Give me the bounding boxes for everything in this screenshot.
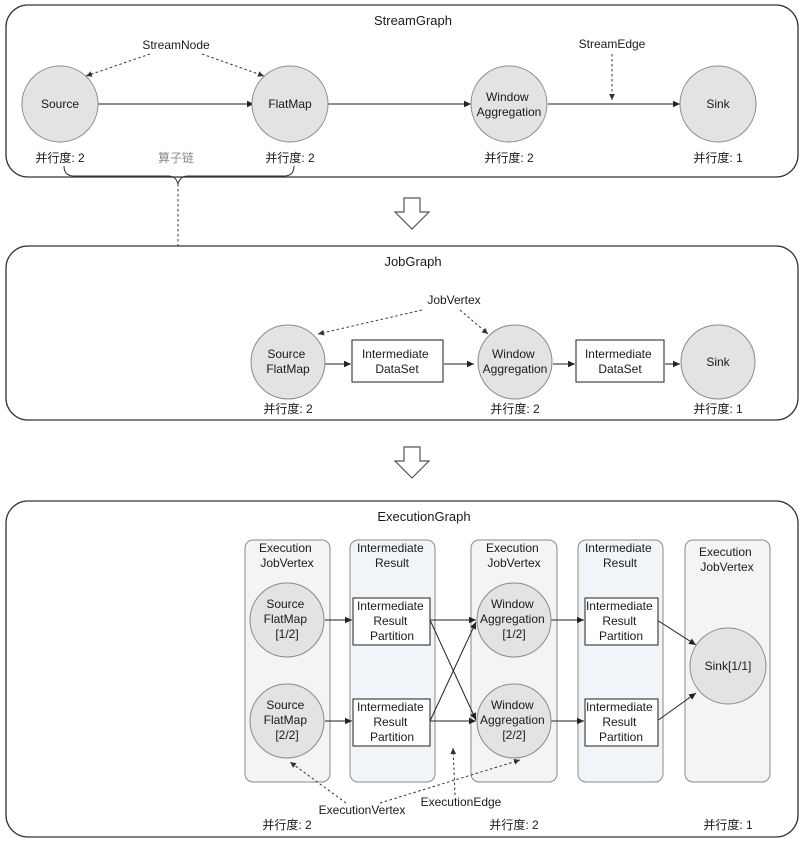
svg-text:Window Aggregation: Window Aggregation [1/2] <box>480 597 548 641</box>
exec-vertex-sink: Sink[1/1] <box>689 627 767 705</box>
job-vertex-window-aggregation: Window Aggregation <box>477 324 553 400</box>
stream-node-flatmap: FlatMap <box>251 65 329 143</box>
stream-parallelism-window: 并行度: 2 <box>484 150 534 165</box>
execution-graph-title: ExecutionGraph <box>377 509 470 524</box>
svg-text:Intermediate DataSet: Intermediate DataSet <box>362 347 432 376</box>
exec-partition-3: Intermediate Result Partition <box>584 597 659 646</box>
job-dataset-2: Intermediate DataSet <box>575 339 665 383</box>
stream-parallelism-sink: 并行度: 1 <box>693 150 743 165</box>
svg-text:Source: Source <box>41 97 79 111</box>
exec-vertex-source-2: Source FlatMap [2/2] <box>249 683 325 759</box>
operator-chain-label: 算子链 <box>158 150 194 165</box>
exec-vertex-window-1: Window Aggregation [1/2] <box>476 582 552 658</box>
stream-node-window-label: Window Aggregation <box>477 90 542 119</box>
stream-parallelism-flatmap: 并行度: 2 <box>265 150 315 165</box>
svg-text:Intermediate Result: Intermediate Result Partition <box>586 599 656 643</box>
exec-partition-4: Intermediate Result Partition <box>584 698 659 747</box>
column-header-5: Execution JobVertex <box>699 545 755 574</box>
exec-partition-2: Intermediate Result Partition <box>352 698 431 747</box>
exec-parallelism-sink: 并行度: 1 <box>703 817 753 832</box>
exec-parallelism-source: 并行度: 2 <box>262 817 312 832</box>
job-vertex-pointer-right <box>459 309 489 335</box>
stream-node-pointer-right <box>201 53 265 77</box>
column-header-3: Execution JobVertex <box>486 541 542 570</box>
exec-edge-part3-sink <box>656 619 697 646</box>
execution-vertex-pointer-right <box>379 758 521 804</box>
svg-text:Source FlatMap: Source FlatMap [2/2] <box>264 698 311 742</box>
exec-edge-part1-win2 <box>429 619 477 721</box>
stream-node-annotation: StreamNode <box>142 38 210 52</box>
exec-vertex-source-1: Source FlatMap [1/2] <box>249 582 325 658</box>
down-arrow-icon <box>393 197 431 230</box>
svg-text:Intermediate Result: Intermediate Result Partition <box>357 700 427 744</box>
svg-text:Intermediate DataSet: Intermediate DataSet <box>585 347 655 376</box>
exec-parallelism-window: 并行度: 2 <box>489 817 539 832</box>
job-graph-panel: JobGraph Source FlatMap Intermediate Dat… <box>5 245 799 421</box>
job-parallelism-sink: 并行度: 1 <box>693 401 743 416</box>
exec-edge-part4-sink <box>656 692 697 722</box>
svg-text:Sink: Sink <box>706 355 730 369</box>
stream-edge-annotation: StreamEdge <box>579 37 646 51</box>
exec-edge-part2-win1 <box>429 621 477 722</box>
job-vertex-annotation: JobVertex <box>427 293 480 307</box>
stream-node-sink: Sink <box>679 65 757 143</box>
execution-edge-annotation: ExecutionEdge <box>421 795 502 809</box>
svg-text:Sink[1/1]: Sink[1/1] <box>705 659 752 673</box>
svg-text:Intermediate Result: Intermediate Result Partition <box>357 599 427 643</box>
svg-text:Source FlatMap: Source FlatMap [1/2] <box>264 597 311 641</box>
execution-graph-panel: ExecutionGraph Execution JobVertex Inter… <box>5 500 799 838</box>
column-header-2: Intermediate Result <box>357 541 427 570</box>
stream-graph-panel: StreamGraph Source FlatMap Window Aggreg… <box>5 4 799 185</box>
job-graph-title: JobGraph <box>384 254 441 269</box>
job-parallelism-source: 并行度: 2 <box>263 401 313 416</box>
stream-node-pointer-left <box>85 53 151 77</box>
down-arrow-icon <box>393 446 431 479</box>
execution-vertex-pointer-left <box>289 761 347 804</box>
job-vertex-source-flatmap: Source FlatMap <box>250 324 326 400</box>
stream-graph-title: StreamGraph <box>374 13 452 28</box>
execution-vertex-annotation: ExecutionVertex <box>319 803 406 817</box>
column-header-4: Intermediate Result <box>585 541 655 570</box>
stream-node-source: Source <box>21 65 99 143</box>
svg-text:Window Aggregation: Window Aggregation [2/2] <box>480 698 548 742</box>
svg-text:Intermediate Result: Intermediate Result Partition <box>586 700 656 744</box>
stream-parallelism-source: 并行度: 2 <box>35 150 85 165</box>
job-parallelism-window: 并行度: 2 <box>490 401 540 416</box>
svg-text:FlatMap: FlatMap <box>268 97 312 111</box>
stream-node-window-aggregation: Window Aggregation <box>470 65 548 143</box>
exec-partition-1: Intermediate Result Partition <box>352 597 431 646</box>
job-dataset-1: Intermediate DataSet <box>351 339 444 383</box>
column-header-1: Execution JobVertex <box>259 541 315 570</box>
svg-text:Window Aggregation: Window Aggregation <box>483 347 548 376</box>
svg-text:Sink: Sink <box>706 97 730 111</box>
job-vertex-sink: Sink <box>680 324 756 400</box>
svg-text:Source FlatMap: Source FlatMap <box>266 347 310 376</box>
exec-vertex-window-2: Window Aggregation [2/2] <box>476 683 552 759</box>
